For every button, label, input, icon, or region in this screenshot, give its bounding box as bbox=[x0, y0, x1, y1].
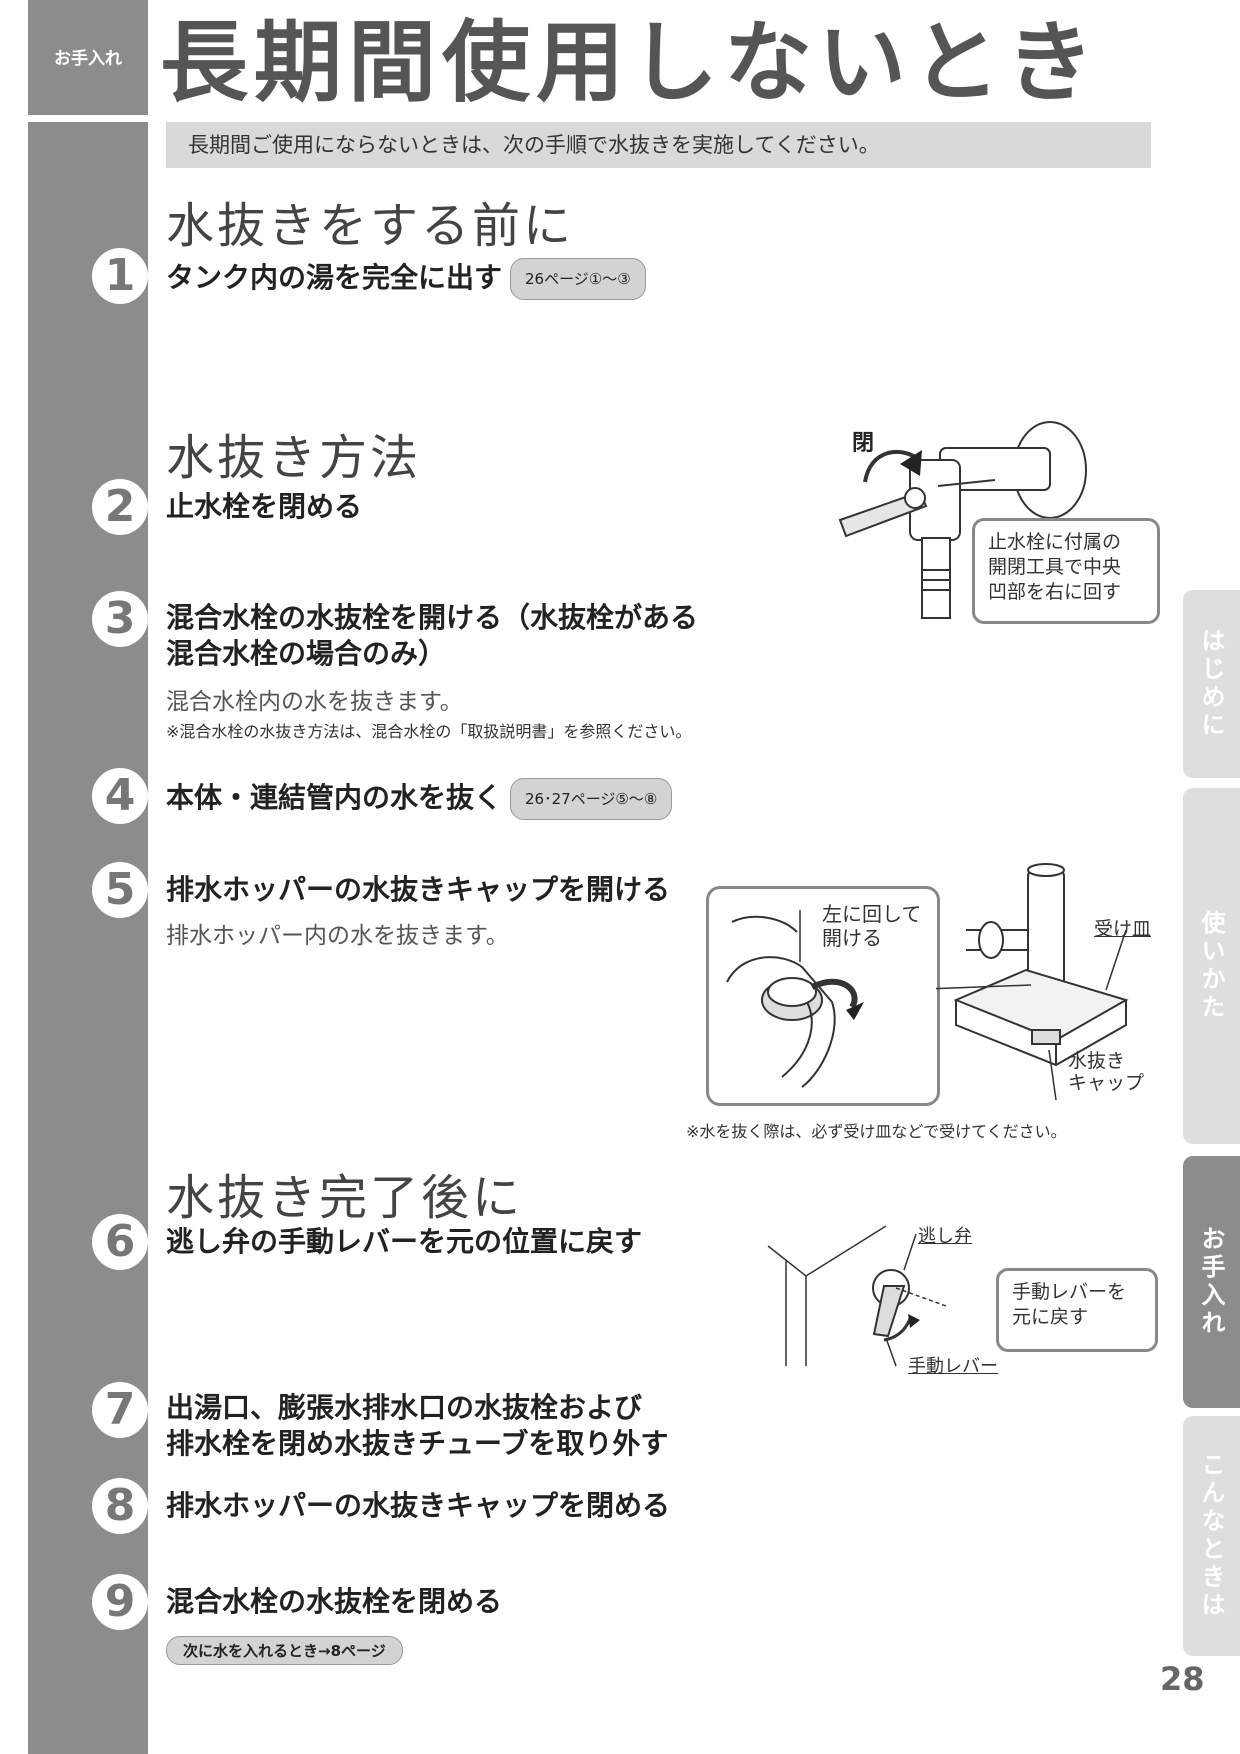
step-desc-5: 排水ホッパー内の水を抜きます。 bbox=[166, 923, 509, 949]
cap-label: 水抜き キャップ bbox=[1068, 1050, 1144, 1094]
step-desc-3: 混合水栓内の水を抜きます。 bbox=[166, 689, 463, 715]
valve-callout-line: 開閉工具で中央 bbox=[988, 556, 1122, 578]
valve-callout-text: 止水栓に付属の 開閉工具で中央 凹部を右に回す bbox=[988, 530, 1121, 605]
step-number-9: 9 bbox=[92, 1574, 148, 1630]
step-number-5: 5 bbox=[92, 862, 148, 918]
step-title-1-text: タンク内の湯を完全に出す bbox=[166, 261, 503, 294]
relief-callout-box bbox=[996, 1268, 1158, 1352]
category-tag: お手入れ bbox=[54, 49, 122, 69]
step-note-3: ※混合水栓の水抜き方法は、混合水栓の「取扱説明書」を参照ください。 bbox=[166, 722, 692, 741]
step-number-6: 6 bbox=[92, 1214, 148, 1270]
page-number: 28 bbox=[1160, 1660, 1205, 1698]
step-title-6: 逃し弁の手動レバーを元の位置に戻す bbox=[166, 1225, 643, 1258]
tray-label: 受け皿 bbox=[1094, 918, 1152, 940]
section-before: 水抜きをする前に bbox=[166, 198, 575, 254]
relief-callout-line: 元に戻す bbox=[1012, 1306, 1089, 1328]
hand-turning-cap-illustration bbox=[726, 910, 864, 1088]
step-title-9: 混合水栓の水抜栓を閉める bbox=[166, 1585, 503, 1618]
step-title-3-line1: 混合水栓の水抜栓を開ける（水抜栓がある bbox=[166, 601, 699, 634]
valve-callout-line: 凹部を右に回す bbox=[988, 581, 1122, 603]
section-method: 水抜き方法 bbox=[166, 430, 422, 486]
step-title-7-line1: 出湯口、膨張水排水口の水抜栓および bbox=[166, 1391, 643, 1424]
relief-callout-line: 手動レバーを bbox=[1012, 1281, 1127, 1303]
step-number-7: 7 bbox=[92, 1382, 148, 1438]
relief-valve-label: 逃し弁 bbox=[918, 1226, 972, 1247]
page-ref-link[interactable]: 26･27ページ⑤〜⑧ bbox=[510, 778, 673, 820]
hopper-inset-box bbox=[706, 886, 940, 1106]
valve-callout-box bbox=[972, 518, 1160, 624]
close-label: 閉 bbox=[852, 431, 874, 456]
step-title-4-text: 本体・連結管内の水を抜く bbox=[166, 781, 503, 814]
section-after: 水抜き完了後に bbox=[166, 1170, 524, 1226]
hopper-inset-label: 左に回して 開ける bbox=[822, 902, 921, 950]
hopper-inset-line: 左に回して bbox=[822, 902, 922, 926]
cap-label-line: キャップ bbox=[1068, 1072, 1145, 1094]
next-fill-ref-link[interactable]: 次に水を入れるとき→8ページ bbox=[166, 1636, 403, 1665]
tab-konnatokiwa[interactable]: こんなときは bbox=[1183, 1416, 1240, 1656]
hopper-inset-line: 開ける bbox=[822, 926, 882, 950]
step-number-2: 2 bbox=[92, 479, 148, 535]
lead-text: 長期間ご使用にならないときは、次の手順で水抜きを実施してください。 bbox=[166, 122, 1151, 168]
step-number-1: 1 bbox=[92, 248, 148, 304]
cap-label-line: 水抜き bbox=[1068, 1050, 1126, 1072]
step-number-3: 3 bbox=[92, 591, 148, 647]
page-title: 長期間使用しないとき bbox=[160, 11, 1101, 114]
step-title-7-line2: 排水栓を閉め水抜きチューブを取り外す bbox=[166, 1427, 669, 1460]
tab-oteire[interactable]: お手入れ bbox=[1183, 1156, 1240, 1408]
relief-valve-illustration bbox=[767, 1225, 947, 1367]
page-ref-link[interactable]: 26ページ①〜③ bbox=[510, 258, 646, 300]
relief-callout-text: 手動レバーを 元に戻す bbox=[1012, 1280, 1126, 1330]
step-title-5: 排水ホッパーの水抜きキャップを開ける bbox=[166, 873, 671, 906]
lever-label: 手動レバー bbox=[908, 1356, 998, 1377]
hopper-note: ※水を抜く際は、必ず受け皿などで受けてください。 bbox=[686, 1122, 1067, 1141]
valve-callout-line: 止水栓に付属の bbox=[988, 531, 1122, 553]
step-title-2: 止水栓を閉める bbox=[166, 490, 363, 523]
tab-hajimeni[interactable]: はじめに bbox=[1183, 590, 1240, 778]
hopper-tray-illustration bbox=[936, 863, 1129, 1100]
stop-valve-illustration: 閉 bbox=[838, 421, 1087, 619]
step-number-8: 8 bbox=[92, 1478, 148, 1534]
step-number-4: 4 bbox=[92, 768, 148, 824]
step-title-3-line2: 混合水栓の場合のみ） bbox=[166, 637, 447, 670]
header-band bbox=[28, 0, 148, 115]
step-title-8: 排水ホッパーの水抜きキャップを閉める bbox=[166, 1489, 671, 1522]
tab-tsukaikata[interactable]: 使いかた bbox=[1183, 788, 1240, 1144]
